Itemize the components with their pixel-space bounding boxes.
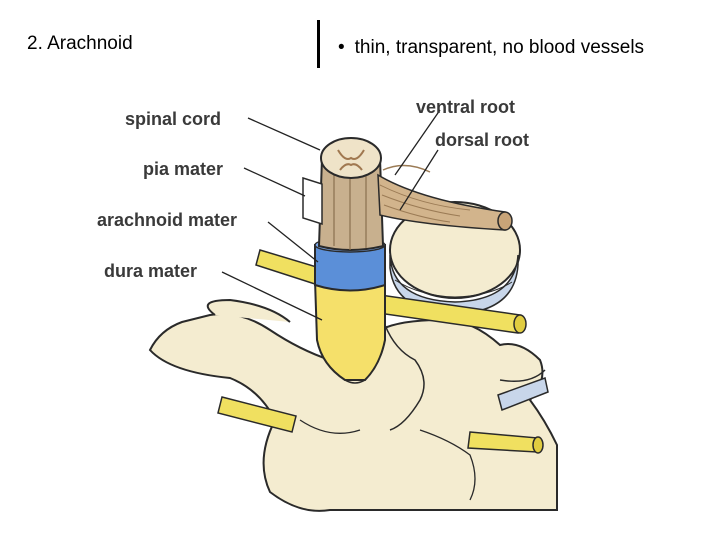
label-ventral-root: ventral root xyxy=(416,97,515,117)
label-spinal-cord: spinal cord xyxy=(125,109,221,129)
slide-heading: 2. Arachnoid xyxy=(27,33,133,54)
label-dorsal-root: dorsal root xyxy=(435,130,529,150)
spinal-cord xyxy=(302,137,385,251)
label-pia-mater: pia mater xyxy=(143,159,223,179)
leader-dorsal-root xyxy=(399,149,439,211)
label-arachnoid-mater: arachnoid mater xyxy=(97,210,237,230)
leader-spinal-cord xyxy=(247,117,321,151)
leader-pia-mater xyxy=(243,167,306,197)
bullet-point: • thin, transparent, no blood vessels xyxy=(338,33,698,63)
nerve-roots xyxy=(377,164,513,231)
spinal-nerves xyxy=(217,249,544,454)
bullet-text: thin, transparent, no blood vessels xyxy=(354,37,645,58)
leader-dura-mater xyxy=(221,271,323,321)
bullet-symbol: • xyxy=(338,37,345,58)
leader-ventral-root xyxy=(394,109,441,176)
vertebra-bone xyxy=(148,298,558,512)
dura-mater-tube xyxy=(313,279,386,384)
leader-arachnoid-mater xyxy=(267,221,319,263)
vertical-divider xyxy=(317,20,320,68)
label-dura-mater: dura mater xyxy=(104,261,197,281)
